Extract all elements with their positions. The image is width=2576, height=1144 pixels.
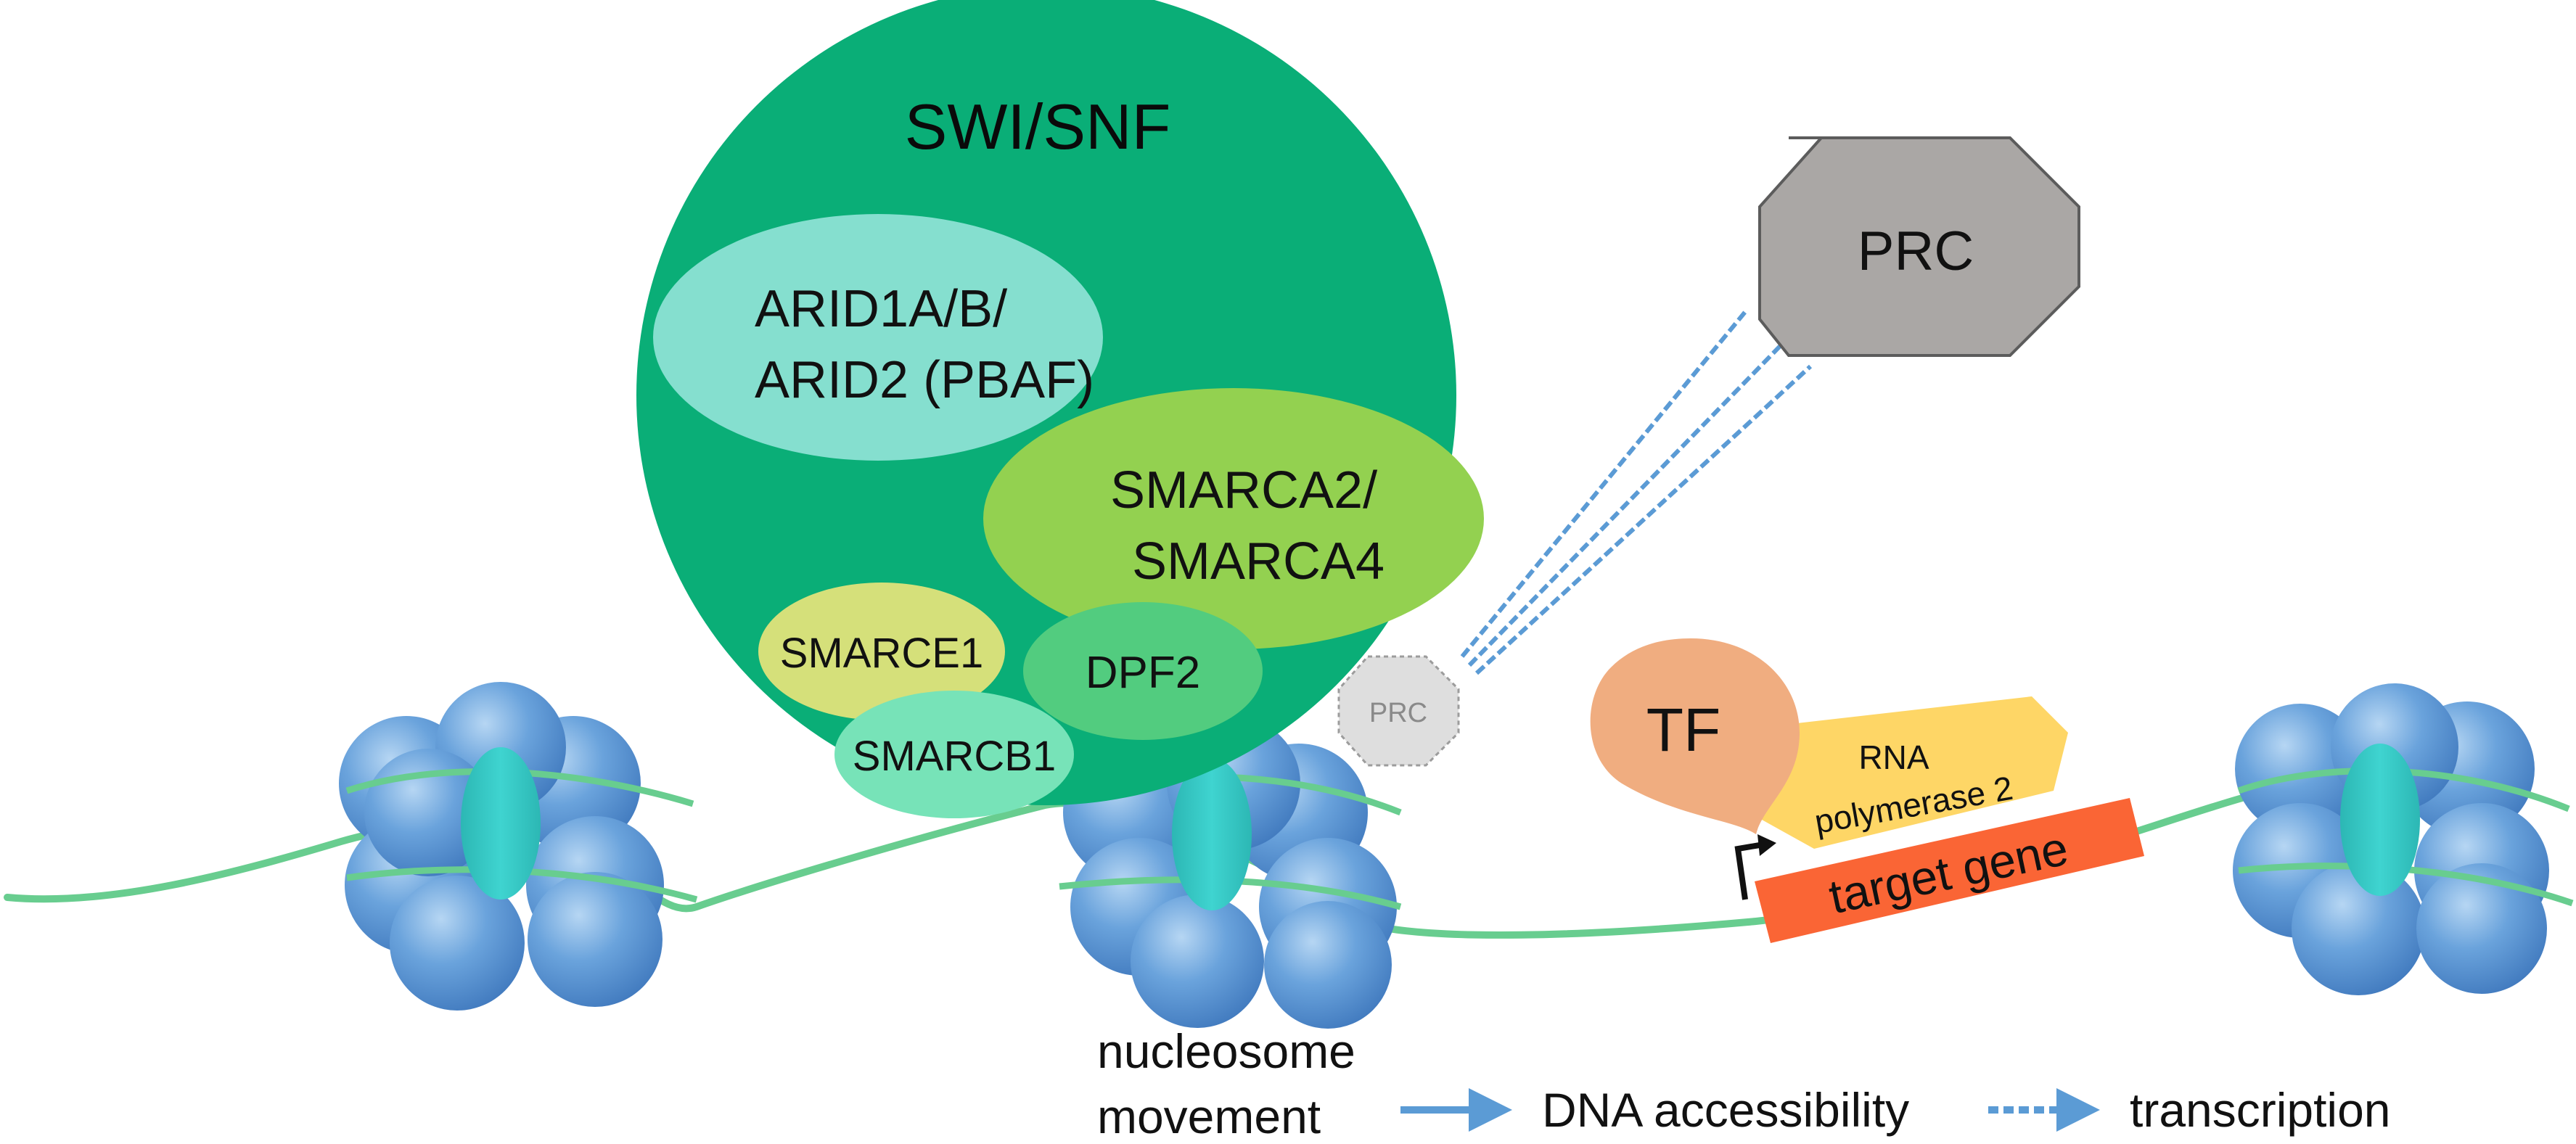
tss-arrow-head [1757, 834, 1776, 856]
step1-line2: movement [1097, 1090, 1321, 1143]
swi-snf-title: SWI/SNF [905, 91, 1171, 162]
arid-label-line1: ARID1A/B/ [755, 280, 1007, 338]
tss-arrow [1734, 842, 1760, 900]
prc-large: PRC [1758, 136, 2080, 357]
smarca-subunit [983, 388, 1484, 649]
nucleosome-left [339, 682, 698, 1011]
tf-label: TF [1646, 696, 1721, 764]
smarce1-label: SMARCE1 [780, 630, 983, 677]
prc-motion-lines [1460, 310, 1813, 675]
arid-label-line2: ARID2 (PBAF) [755, 351, 1094, 409]
smarce1-subunit [758, 583, 1005, 720]
dpf2-label: DPF2 [1086, 648, 1200, 698]
prc-large-label: PRC [1858, 221, 1974, 282]
step2-label: DNA accessibility [1542, 1083, 1909, 1137]
smarcb1-subunit [834, 691, 1074, 818]
polymerase-label-line1: RNA [1858, 738, 1929, 776]
arid-subunit [653, 214, 1103, 461]
dpf2-subunit [1023, 602, 1263, 740]
process-legend: nucleosome movement DNA accessibility tr… [1097, 1024, 2391, 1143]
swi-snf-complex: SWI/SNF ARID1A/B/ ARID2 (PBAF) SMARCA2/ … [636, 0, 1484, 818]
transcription-factor: TF [1590, 638, 1800, 834]
step3-label: transcription [2130, 1083, 2391, 1137]
smarca-label-line2: SMARCA4 [1132, 532, 1385, 590]
step1-line1: nucleosome [1097, 1024, 1355, 1078]
prc-small: PRC [1337, 655, 1460, 767]
prc-small-label: PRC [1369, 698, 1427, 728]
smarcb1-label: SMARCB1 [853, 733, 1056, 780]
nucleosome-right [2233, 683, 2574, 995]
smarca-label-line1: SMARCA2/ [1110, 461, 1377, 519]
